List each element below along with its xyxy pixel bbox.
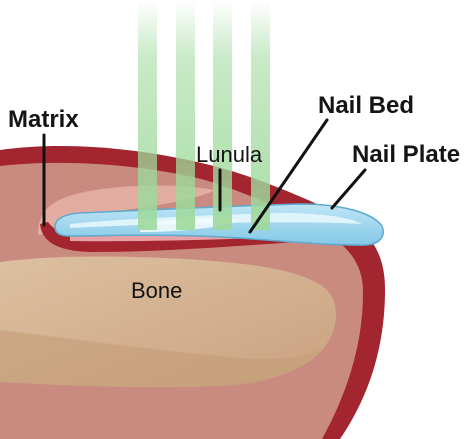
- nail-bed-label: Nail Bed: [318, 92, 414, 119]
- bone-label: Bone: [131, 278, 182, 303]
- light-beam: [213, 0, 232, 230]
- matrix-label: Matrix: [8, 106, 79, 133]
- light-beam: [251, 0, 270, 230]
- nail-plate-label: Nail Plate: [352, 141, 460, 168]
- light-beam: [176, 0, 195, 230]
- nail-plate-leader: [332, 170, 365, 208]
- lunula-label: Lunula: [196, 142, 263, 167]
- light-beam: [138, 0, 157, 230]
